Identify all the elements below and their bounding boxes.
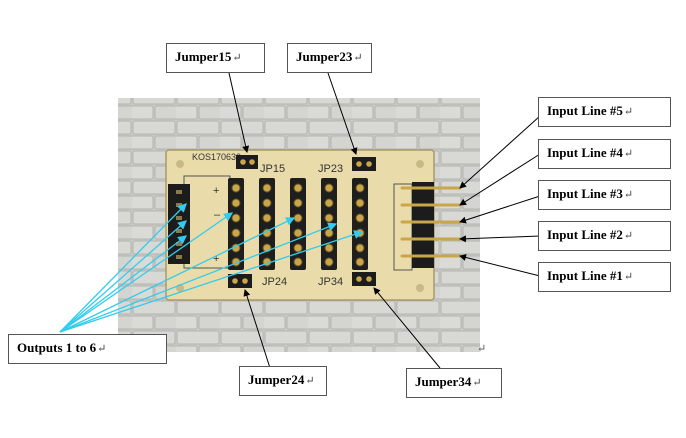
- jumper24-callout: Jumper24↵: [239, 366, 327, 396]
- input-header: [400, 182, 462, 268]
- input3-label: Input Line #3: [547, 186, 623, 201]
- output-arrows: [59, 203, 364, 333]
- return-mark: ↵: [232, 52, 242, 64]
- output-header: [168, 184, 190, 264]
- board-id-silkscreen: KOS170630: [192, 152, 241, 162]
- jumper24-label: Jumper24: [248, 372, 305, 387]
- input1-label: Input Line #1: [547, 268, 623, 283]
- minus-silkscreen: –: [214, 209, 221, 221]
- jumper15-label: Jumper15: [175, 49, 232, 64]
- stray-return-mark: ↵: [477, 343, 487, 355]
- input2-callout: Input Line #2↵: [538, 221, 671, 251]
- return-mark: ↵: [97, 343, 107, 355]
- jumper15-callout: Jumper15↵: [166, 43, 265, 73]
- plus-bottom-silkscreen: +: [213, 253, 219, 265]
- input1-callout: Input Line #1↵: [538, 262, 671, 292]
- input2-label: Input Line #2: [547, 227, 623, 242]
- jp34-silkscreen: JP34: [318, 276, 343, 288]
- input3-callout: Input Line #3↵: [538, 180, 671, 210]
- jumper-jp23: [352, 157, 376, 171]
- return-mark: ↵: [623, 189, 634, 201]
- return-mark: ↵: [472, 377, 482, 389]
- jumper34-label: Jumper34: [415, 374, 472, 389]
- return-mark: ↵: [305, 375, 315, 387]
- input4-label: Input Line #4: [547, 145, 623, 160]
- return-mark: ↵: [623, 271, 634, 283]
- return-mark: ↵: [623, 148, 634, 160]
- jumper-jp34: [352, 272, 376, 286]
- input4-callout: Input Line #4↵: [538, 139, 671, 169]
- jumper34-callout: Jumper34↵: [406, 368, 502, 398]
- jumper23-callout: Jumper23↵: [287, 43, 372, 73]
- callout-lines: [228, 72, 541, 369]
- input5-callout: Input Line #5↵: [538, 97, 671, 127]
- outputs-callout: Outputs 1 to 6↵: [8, 334, 167, 364]
- plus-top-silkscreen: +: [213, 185, 219, 197]
- jumper-jp15: [236, 155, 258, 169]
- jumper23-label: Jumper23: [296, 49, 353, 64]
- jp24-silkscreen: JP24: [262, 276, 287, 288]
- return-mark: ↵: [623, 106, 634, 118]
- jp23-silkscreen: JP23: [318, 163, 343, 175]
- input5-label: Input Line #5: [547, 103, 623, 118]
- return-mark: ↵: [353, 52, 363, 64]
- outputs-label: Outputs 1 to 6: [17, 340, 97, 355]
- jp15-silkscreen: JP15: [260, 163, 285, 175]
- return-mark: ↵: [623, 230, 634, 242]
- jumper-jp24: [228, 274, 252, 288]
